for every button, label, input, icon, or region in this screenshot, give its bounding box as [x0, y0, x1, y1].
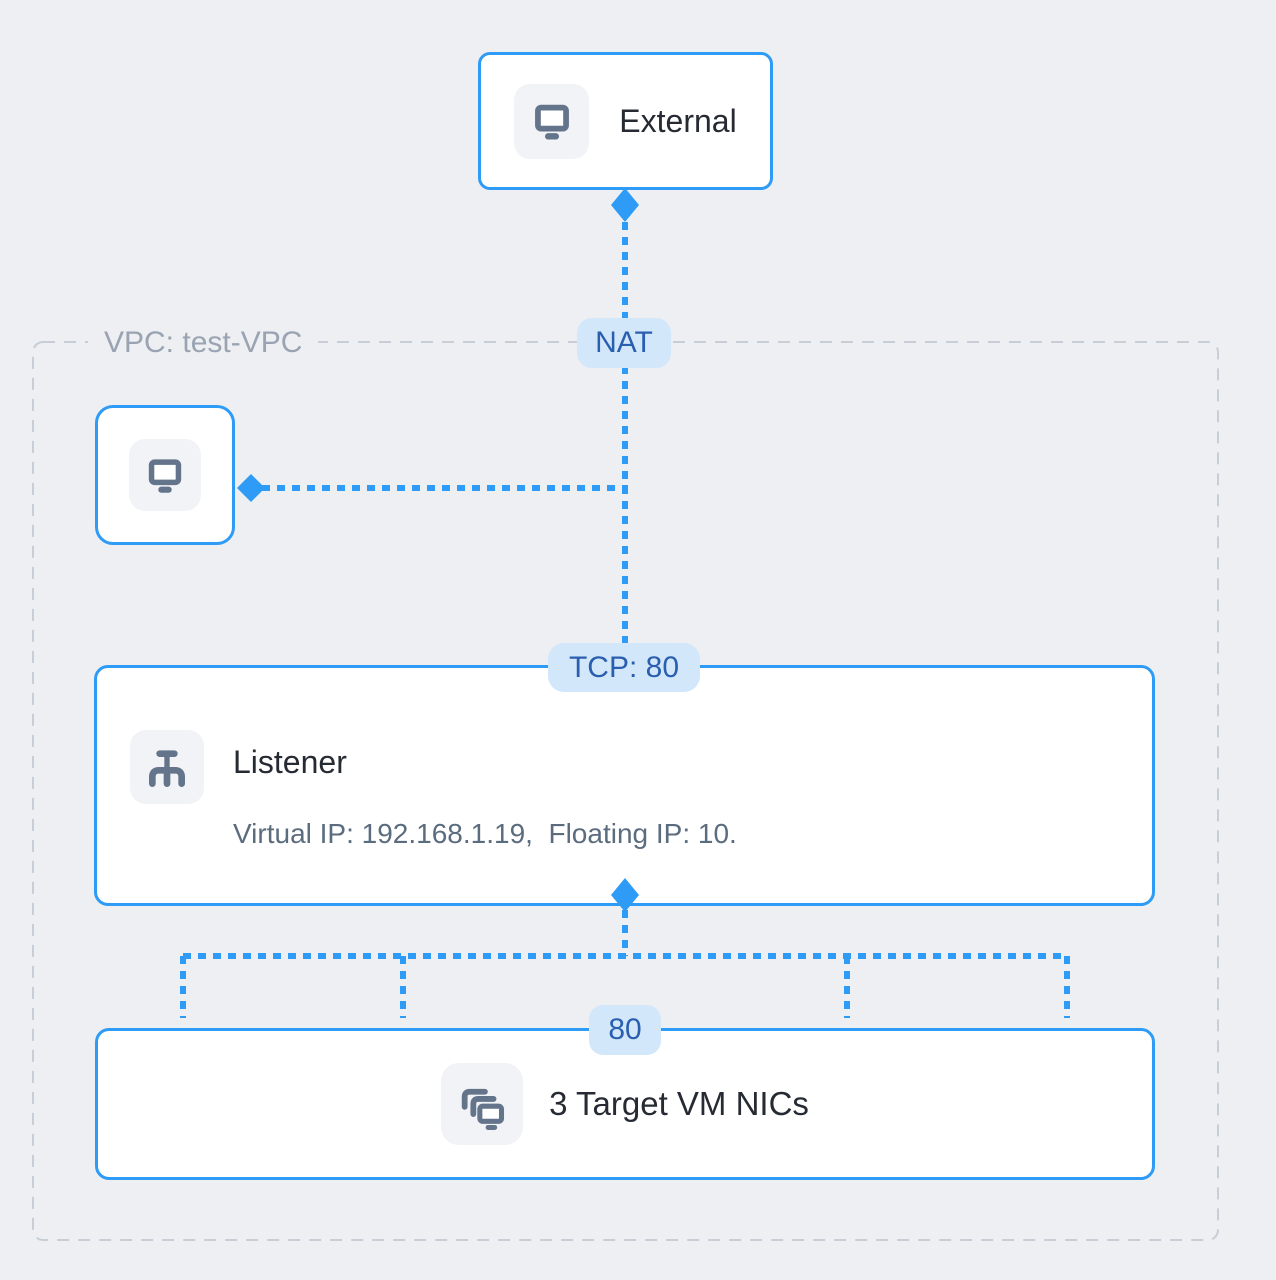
load-balancer-icon	[149, 750, 185, 787]
vm-stack-icon	[461, 1088, 505, 1130]
targets-label: 3 Target VM NICs	[549, 1085, 809, 1122]
vpc-label: VPC: test-VPC	[88, 325, 319, 361]
listener-port-badge: TCP: 80	[548, 643, 700, 692]
vm-stack-icon-tile	[441, 1063, 524, 1145]
monitor-icon-tile	[514, 83, 590, 159]
arrow-diamond-left-client	[237, 474, 265, 502]
listener-details: Virtual IP: 192.168.1.19, Floating IP: 1…	[233, 818, 737, 849]
listener-node[interactable]: Listener Virtual IP: 192.168.1.19, Float…	[94, 665, 1155, 906]
external-node[interactable]: External	[478, 52, 773, 190]
monitor-icon-tile	[129, 439, 201, 511]
client-node[interactable]	[95, 405, 235, 545]
arrow-diamond-up-external	[611, 188, 639, 222]
nat-badge: NAT	[577, 318, 671, 368]
external-label: External	[619, 102, 737, 139]
monitor-icon	[148, 459, 182, 493]
listener-title: Listener	[233, 744, 347, 780]
monitor-icon	[534, 104, 569, 140]
load-balancer-icon-tile	[130, 730, 204, 804]
targets-port-badge: 80	[589, 1005, 661, 1055]
